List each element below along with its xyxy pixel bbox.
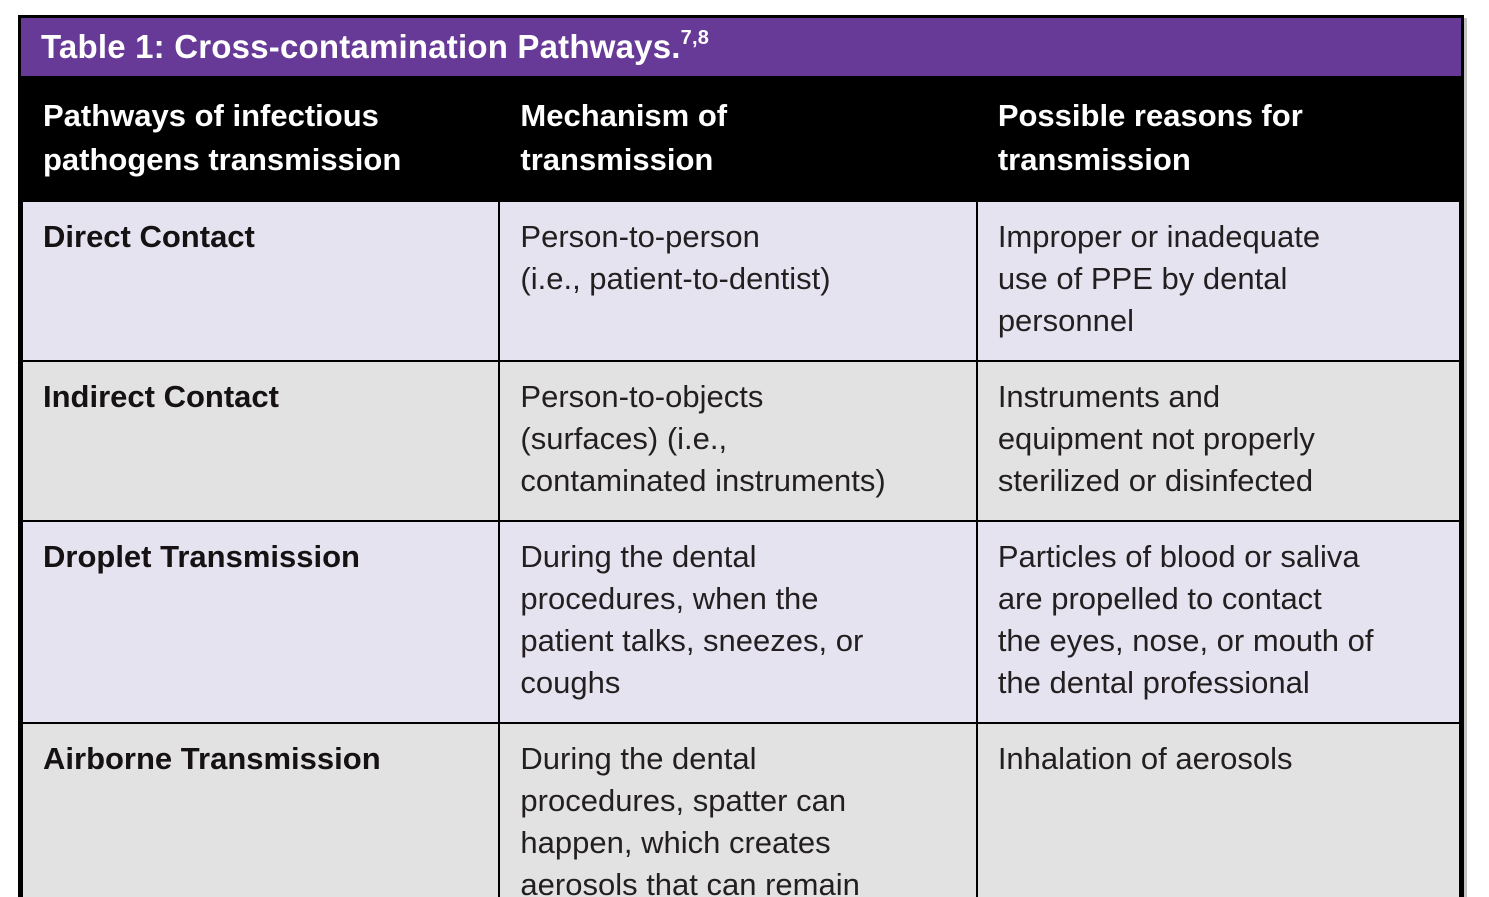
cell-pathway: Airborne Transmission <box>20 722 501 897</box>
table-header-row: Pathways of infectious pathogens transmi… <box>20 78 1462 202</box>
table-title-bar: Table 1: Cross-contamination Pathways.7,… <box>21 18 1461 78</box>
cell-pathway: Indirect Contact <box>20 360 501 522</box>
pathways-table: Pathways of infectious pathogens transmi… <box>20 78 1462 897</box>
cell-mechanism: Person-to-person (i.e., patient-to-denti… <box>498 200 978 362</box>
cell-mechanism: During the dental procedures, spatter ca… <box>498 722 978 897</box>
cell-mechanism: During the dental procedures, when the p… <box>498 520 978 724</box>
table-title-citation-superscript: 7,8 <box>680 27 710 49</box>
column-header-pathways: Pathways of infectious pathogens transmi… <box>20 78 501 202</box>
table-row-airborne-transmission: Airborne Transmission During the dental … <box>20 722 1462 897</box>
cell-reasons: Improper or inadequate use of PPE by den… <box>975 200 1462 362</box>
table-row-droplet-transmission: Droplet Transmission During the dental p… <box>20 520 1462 724</box>
cell-pathway: Direct Contact <box>20 200 501 362</box>
table-row-direct-contact: Direct Contact Person-to-person (i.e., p… <box>20 200 1462 362</box>
table-row-indirect-contact: Indirect Contact Person-to-objects (surf… <box>20 360 1462 522</box>
cross-contamination-table-card: Table 1: Cross-contamination Pathways.7,… <box>18 15 1464 897</box>
cell-reasons: Particles of blood or saliva are propell… <box>975 520 1462 724</box>
cell-reasons: Inhalation of aerosols <box>975 722 1462 897</box>
cell-mechanism: Person-to-objects (surfaces) (i.e., cont… <box>498 360 978 522</box>
cell-pathway: Droplet Transmission <box>20 520 501 724</box>
column-header-reasons: Possible reasons for transmission <box>975 78 1462 202</box>
table-title-text: Table 1: Cross-contamination Pathways. <box>41 28 681 65</box>
column-header-mechanism: Mechanism of transmission <box>498 78 978 202</box>
table-title: Table 1: Cross-contamination Pathways.7,… <box>41 28 709 66</box>
cell-reasons: Instruments and equipment not properly s… <box>975 360 1462 522</box>
